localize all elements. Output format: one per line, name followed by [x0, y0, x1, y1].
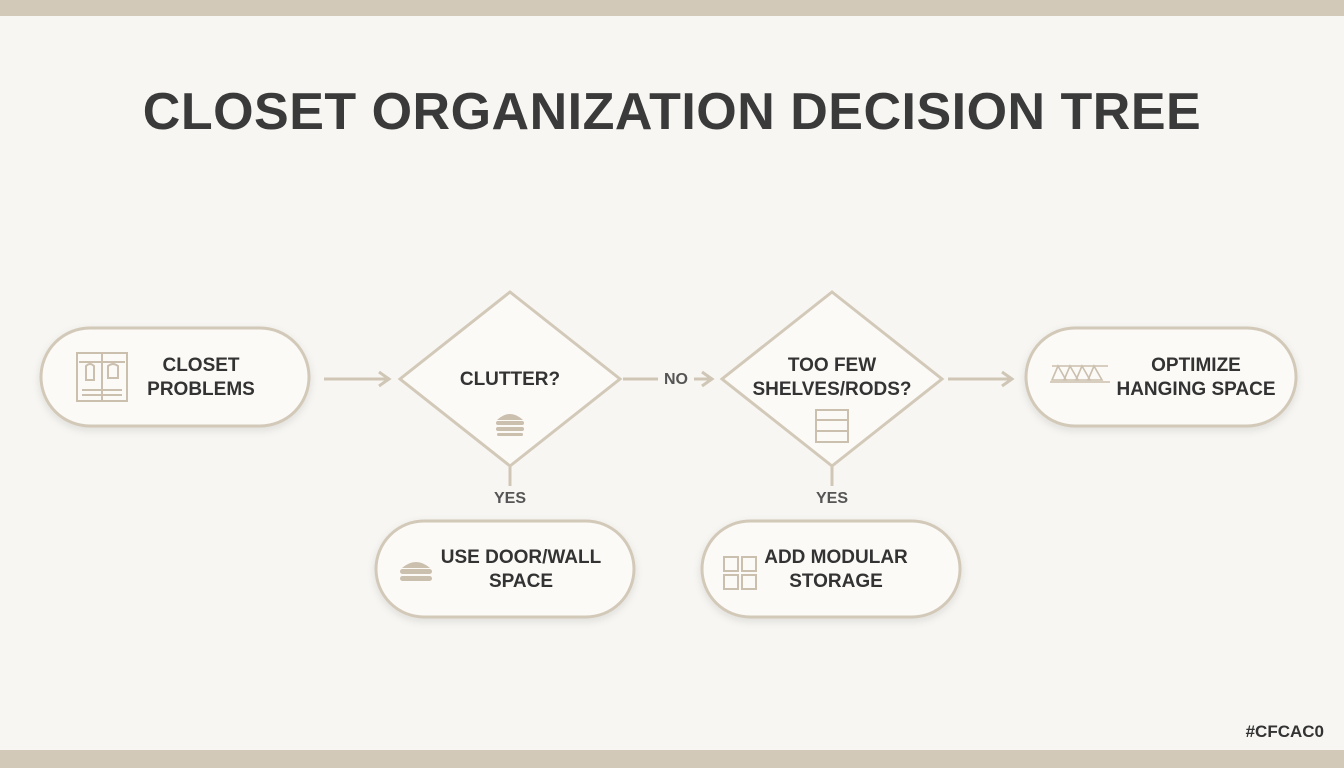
closet-problems-line2: PROBLEMS [147, 379, 255, 400]
edge-label-yes-clutter: YES [494, 490, 527, 507]
arrowhead [378, 370, 392, 388]
color-tag: #CFCAC0 [1245, 722, 1324, 741]
optimize-line2: HANGING SPACE [1116, 379, 1276, 400]
stacked-clothes-icon [496, 414, 524, 436]
top-band [0, 0, 1344, 16]
node-clutter-decision [397, 290, 623, 468]
closet-icon [76, 352, 128, 402]
clutter-label: CLUTTER? [459, 369, 561, 390]
bottom-band [0, 750, 1344, 768]
arrowhead [1001, 370, 1015, 388]
edge-label-no: NO [664, 371, 688, 388]
arrowhead [701, 370, 715, 388]
node-use-door-wall-space [374, 519, 636, 619]
hanger-icon [1050, 364, 1110, 383]
door-wall-line2: SPACE [488, 571, 554, 592]
folded-clothes-icon [400, 562, 432, 581]
optimize-label: OPTIMIZE HANGING SPACE [1106, 354, 1286, 402]
too-few-label: TOO FEW SHELVES/RODS? [752, 354, 912, 402]
shelf-icon [815, 409, 849, 443]
node-add-modular-storage [700, 519, 962, 619]
modular-label: ADD MODULAR STORAGE [758, 546, 914, 594]
door-wall-label: USE DOOR/WALL SPACE [436, 546, 606, 594]
diagram-title: CLOSET ORGANIZATION DECISION TREE [142, 83, 1202, 141]
grid-storage-icon [723, 556, 757, 590]
edge-label-yes-too-few: YES [816, 490, 849, 507]
closet-problems-line1: CLOSET [162, 355, 240, 376]
too-few-line1: TOO FEW [787, 355, 877, 376]
modular-line2: STORAGE [789, 571, 883, 592]
door-wall-line1: USE DOOR/WALL [440, 547, 602, 568]
too-few-line2: SHELVES/RODS? [752, 379, 912, 400]
modular-line1: ADD MODULAR [764, 547, 908, 568]
connectors [324, 370, 1015, 486]
closet-problems-label: CLOSET PROBLEMS [141, 354, 261, 402]
optimize-line1: OPTIMIZE [1151, 355, 1241, 376]
node-optimize-hanging-space [1024, 326, 1298, 428]
node-too-few-decision [719, 290, 945, 468]
